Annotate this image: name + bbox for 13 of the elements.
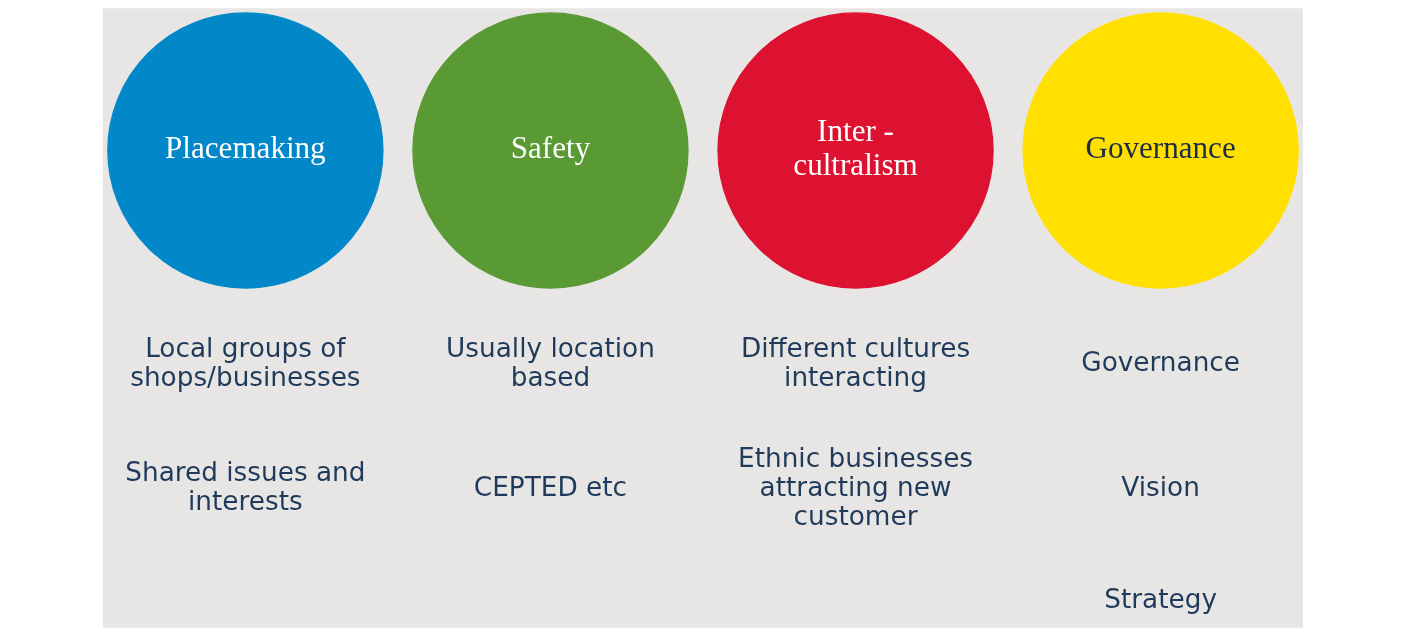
node-circle: Governance (1022, 12, 1299, 289)
node-circle: Placemaking (107, 12, 384, 289)
node-label: Vision (1121, 471, 1200, 502)
node-circle: Inter - cultralism (717, 12, 994, 289)
node-label: CEPTED etc (473, 471, 628, 502)
node-label: Local groups of shops/businesses (130, 333, 361, 392)
node-label: Governance (1081, 347, 1240, 378)
node-label: Different cultures interacting (740, 333, 971, 392)
node-label: Usually location based (446, 333, 655, 392)
node-circle: Safety (412, 12, 689, 289)
node-label: Shared issues and interests (125, 457, 366, 517)
node-label: Ethnic businesses attracting new customer (738, 443, 974, 531)
node-label: Strategy (1104, 584, 1217, 615)
